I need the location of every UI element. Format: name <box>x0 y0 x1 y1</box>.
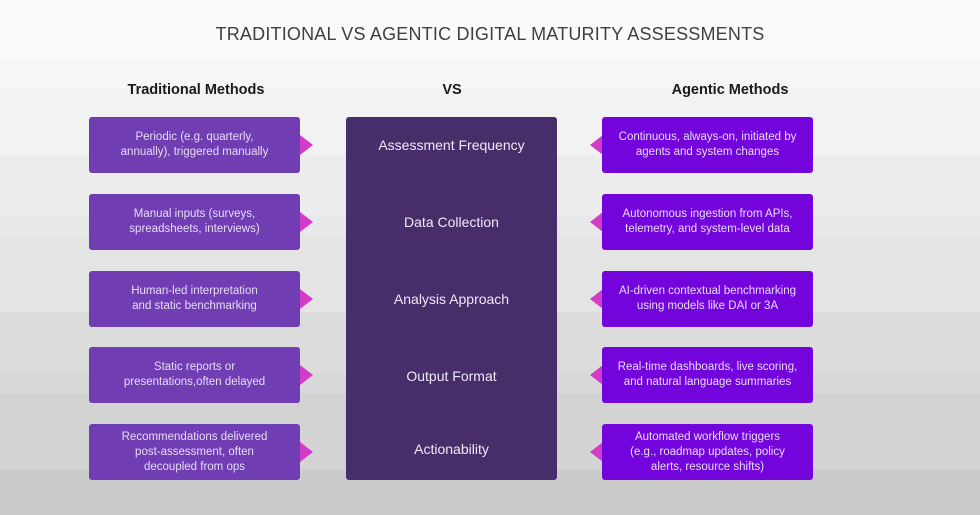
category-output-format: Output Format <box>406 368 497 384</box>
arrow-left-icon <box>590 442 603 462</box>
diagram-title: TRADITIONAL VS AGENTIC DIGITAL MATURITY … <box>215 24 765 44</box>
header-vs: VS <box>442 82 462 98</box>
header-traditional-methods: Traditional Methods <box>127 82 265 98</box>
arrow-right-icon <box>300 135 313 155</box>
category-assessment-frequency: Assessment Frequency <box>378 137 525 153</box>
agentic-text: Continuous, always-on, initiated by agen… <box>618 131 797 158</box>
category-actionability: Actionability <box>414 441 489 457</box>
agentic-box-analysis-approach: AI-driven contextual benchmarking using … <box>602 271 813 327</box>
traditional-text: Recommendations delivered post-assessmen… <box>121 430 268 473</box>
agentic-text: Real-time dashboards, live scoring, and … <box>617 361 798 388</box>
traditional-box-data-collection: Manual inputs (surveys, spreadsheets, in… <box>89 194 300 250</box>
traditional-box-actionability: Recommendations delivered post-assessmen… <box>89 424 300 480</box>
traditional-text: Manual inputs (surveys, spreadsheets, in… <box>129 208 260 235</box>
traditional-text: Periodic (e.g. quarterly, annually), tri… <box>120 131 269 158</box>
agentic-box-assessment-frequency: Continuous, always-on, initiated by agen… <box>602 117 813 173</box>
traditional-box-assessment-frequency: Periodic (e.g. quarterly, annually), tri… <box>89 117 300 173</box>
arrow-right-icon <box>300 365 313 385</box>
traditional-box-analysis-approach: Human-led interpretation and static benc… <box>89 271 300 327</box>
category-data-collection: Data Collection <box>404 214 499 230</box>
agentic-text: AI-driven contextual benchmarking using … <box>618 285 797 312</box>
traditional-box-output-format: Static reports or presentations,often de… <box>89 347 300 403</box>
agentic-text: Autonomous ingestion from APIs, telemetr… <box>622 208 793 235</box>
arrow-right-icon <box>300 289 313 309</box>
traditional-text: Static reports or presentations,often de… <box>123 361 266 388</box>
category-analysis-approach: Analysis Approach <box>393 291 510 307</box>
arrow-left-icon <box>590 135 603 155</box>
arrow-left-icon <box>590 289 603 309</box>
agentic-box-actionability: Automated workflow triggers (e.g., roadm… <box>602 424 813 480</box>
traditional-text: Human-led interpretation and static benc… <box>131 285 258 312</box>
agentic-text: Automated workflow triggers (e.g., roadm… <box>630 430 785 473</box>
arrow-right-icon <box>300 442 313 462</box>
category-panel <box>346 117 557 480</box>
header-agentic-methods: Agentic Methods <box>671 82 789 98</box>
arrow-right-icon <box>300 212 313 232</box>
arrow-left-icon <box>590 212 603 232</box>
agentic-box-output-format: Real-time dashboards, live scoring, and … <box>602 347 813 403</box>
agentic-box-data-collection: Autonomous ingestion from APIs, telemetr… <box>602 194 813 250</box>
arrow-left-icon <box>590 365 603 385</box>
